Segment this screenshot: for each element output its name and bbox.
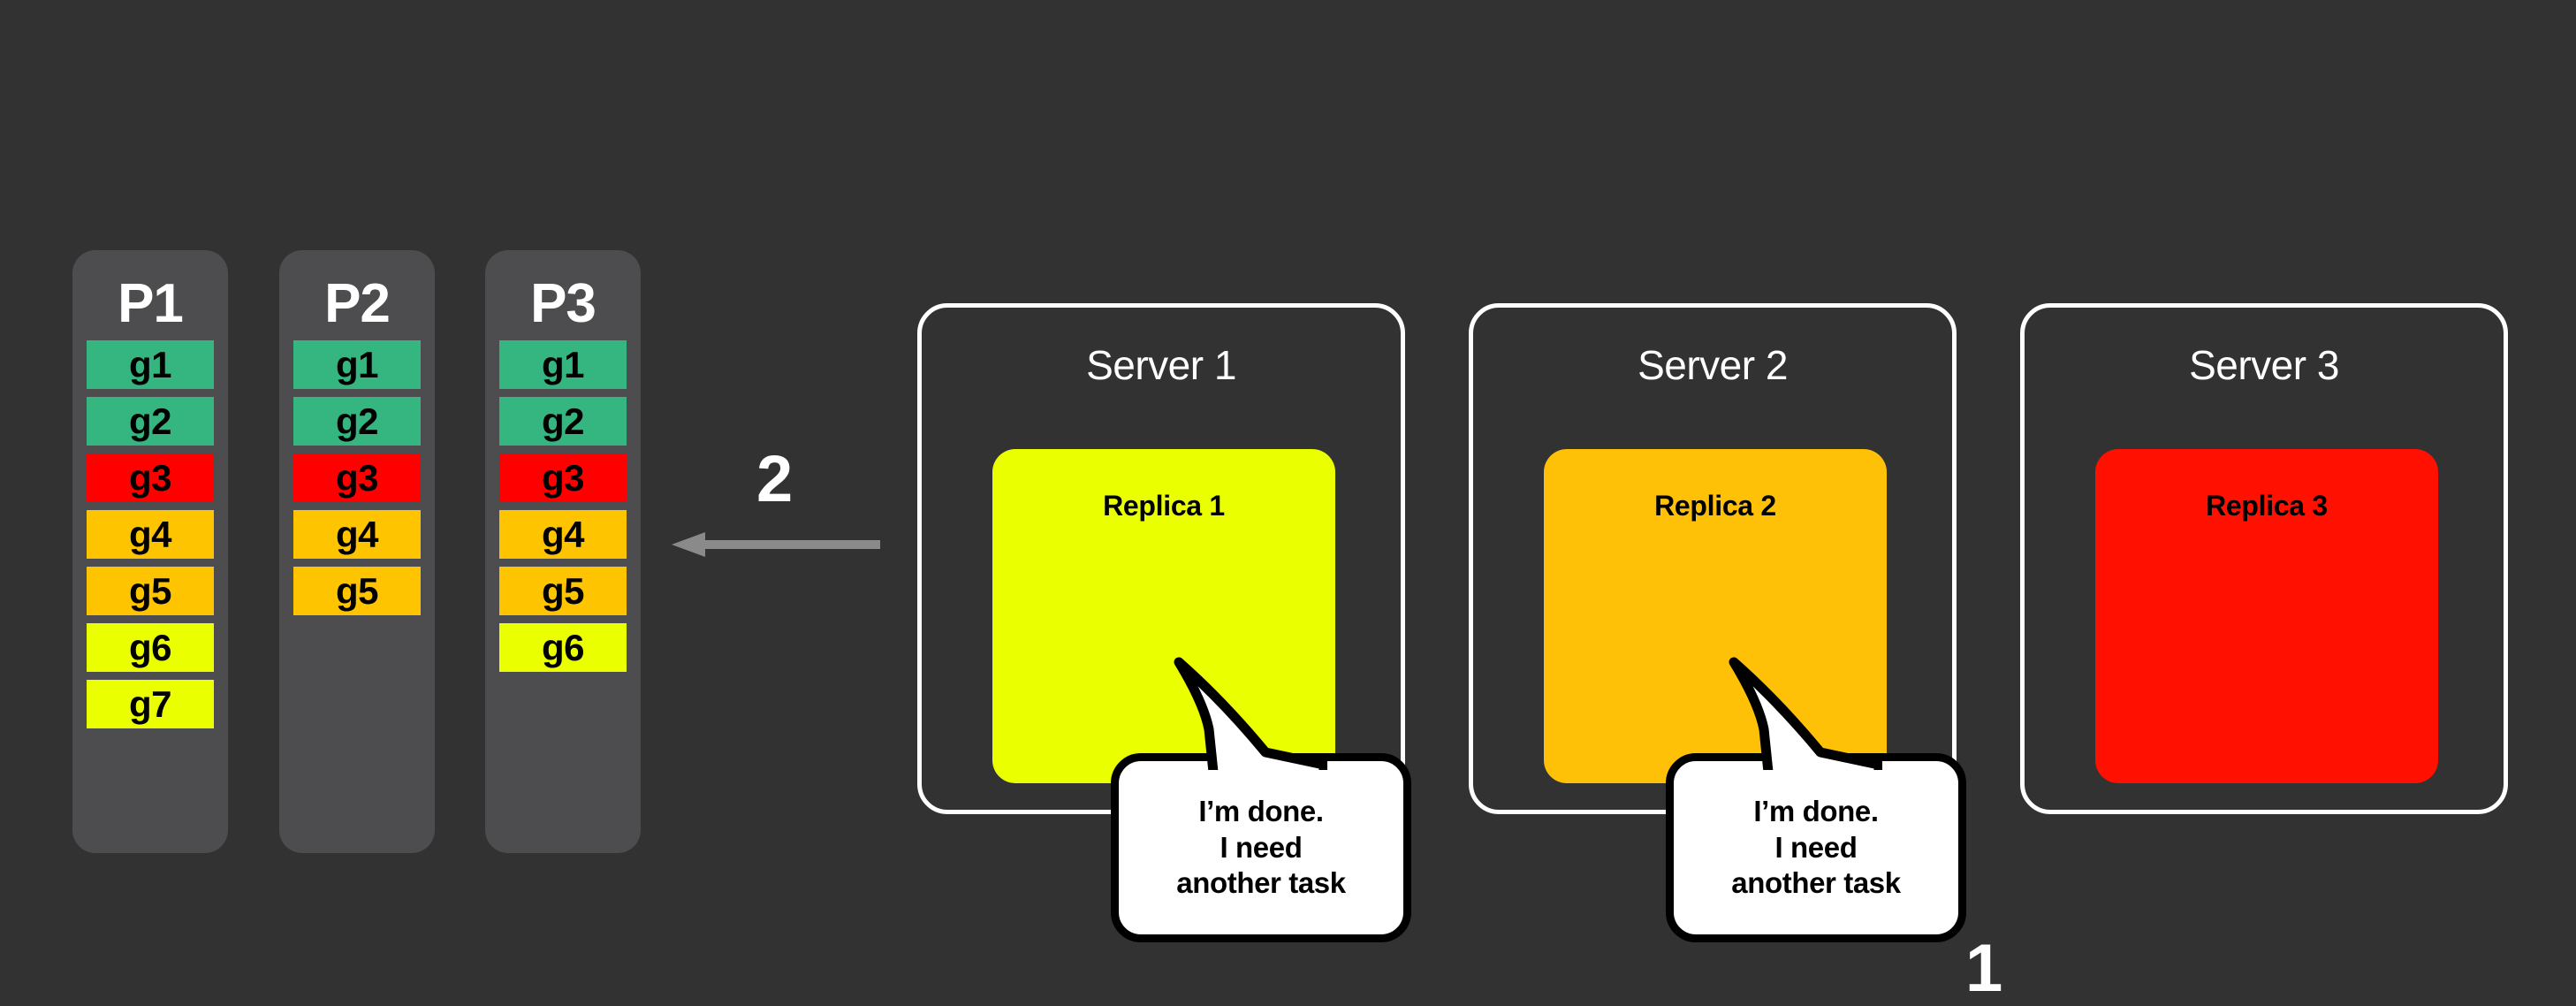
task-slot: g2: [293, 397, 421, 446]
speech-bubble-server-2: I’m done. I need another task: [1666, 657, 1966, 942]
partition-slots-p2: g1 g2 g3 g4 g5: [279, 340, 435, 615]
server-title-3: Server 3: [2189, 342, 2339, 388]
server-panel-2: Server 2 Replica 2: [1469, 303, 1957, 814]
replica-label-3: Replica 3: [2206, 490, 2328, 522]
server-panel-3: Server 3 Replica 3: [2020, 303, 2508, 814]
bubble-line: I need: [1774, 830, 1858, 864]
server-title-2: Server 2: [1638, 342, 1788, 388]
partition-title-p1: P1: [118, 273, 184, 334]
task-slot: g6: [499, 623, 627, 672]
transfer-arrow-left: [670, 522, 882, 568]
partition-slots-p1: g1 g2 g3 g4 g5 g6 g7: [72, 340, 228, 728]
task-slot: g5: [499, 567, 627, 615]
partition-column-p3: P3 g1 g2 g3 g4 g5 g6: [485, 250, 641, 853]
task-slot: g3: [87, 453, 214, 502]
partition-title-p2: P2: [324, 273, 391, 334]
speech-bubble-server-1: I’m done. I need another task: [1111, 657, 1411, 942]
partition-title-p3: P3: [530, 273, 597, 334]
bubble-line: I’m done.: [1198, 794, 1324, 827]
task-slot: g1: [87, 340, 214, 389]
task-slot: g2: [499, 397, 627, 446]
task-slot: g4: [499, 510, 627, 559]
partition-slots-p3: g1 g2 g3 g4 g5 g6: [485, 340, 641, 672]
bubble-line: another task: [1731, 866, 1901, 900]
task-slot: g4: [87, 510, 214, 559]
bubble-line: another task: [1176, 866, 1346, 900]
task-slot: g3: [293, 453, 421, 502]
step-label-1: 1: [1965, 931, 2003, 1006]
replica-box-3: Replica 3: [2095, 449, 2438, 783]
bubble-line: I’m done.: [1753, 794, 1879, 827]
task-slot: g6: [87, 623, 214, 672]
task-slot: g4: [293, 510, 421, 559]
server-panel-1: Server 1 Replica 1: [917, 303, 1405, 814]
replica-label-1: Replica 1: [1103, 490, 1225, 522]
arrow-left-icon: [672, 532, 880, 557]
task-slot: g1: [499, 340, 627, 389]
task-slot: g5: [87, 567, 214, 615]
task-slot: g7: [87, 680, 214, 728]
replica-box-2: Replica 2: [1544, 449, 1887, 783]
task-slot: g3: [499, 453, 627, 502]
partition-column-p2: P2 g1 g2 g3 g4 g5: [279, 250, 435, 853]
bubble-line: I need: [1220, 830, 1303, 864]
step-label-2: 2: [756, 442, 794, 515]
task-slot: g5: [293, 567, 421, 615]
server-title-1: Server 1: [1086, 342, 1236, 388]
replica-box-1: Replica 1: [992, 449, 1335, 783]
task-slot: g1: [293, 340, 421, 389]
task-slot: g2: [87, 397, 214, 446]
replica-label-2: Replica 2: [1654, 490, 1776, 522]
partition-column-p1: P1 g1 g2 g3 g4 g5 g6 g7: [72, 250, 228, 853]
